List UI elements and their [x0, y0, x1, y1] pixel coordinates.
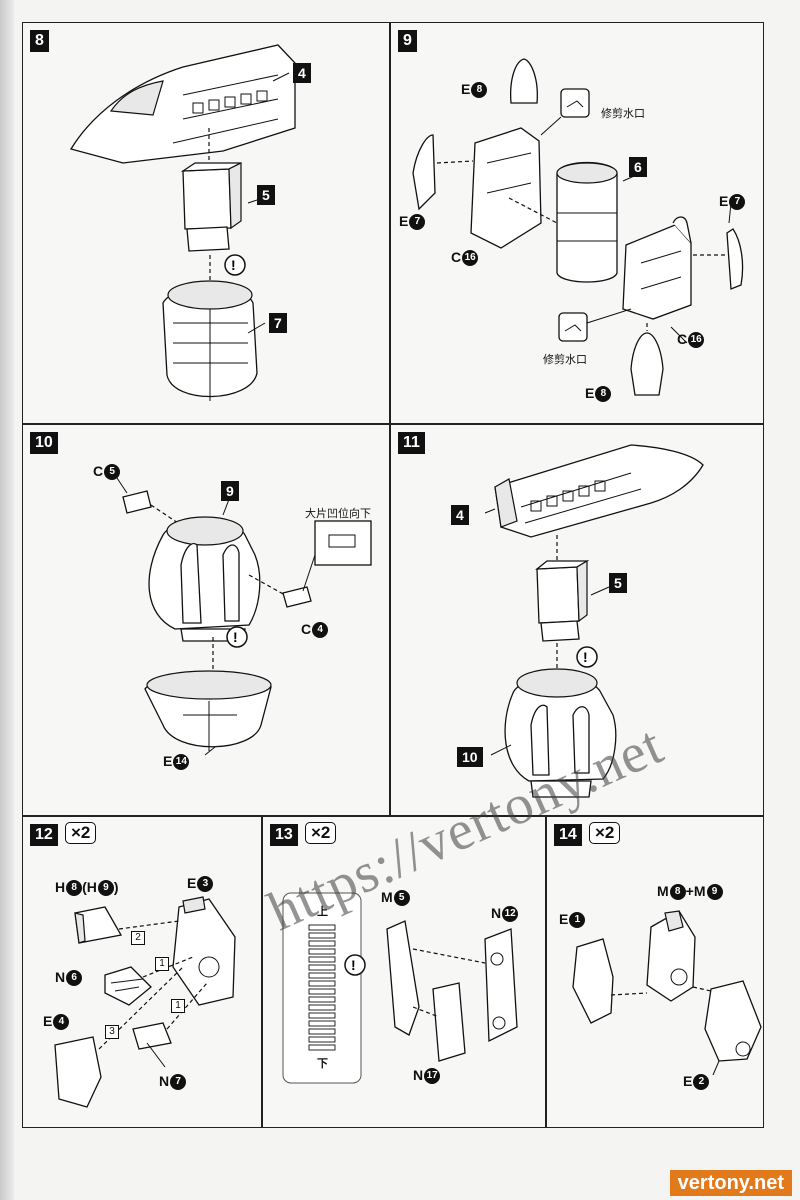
rail-rung [308, 964, 336, 971]
order-marker: 1 [155, 957, 169, 971]
caution-icon: ! [231, 257, 236, 273]
rail-rung [308, 948, 336, 955]
step-11-illustration: ! [484, 444, 704, 798]
step-8-panel: 8 ! 4 5 7 [22, 22, 390, 424]
caution-icon: ! [233, 629, 238, 645]
step-13-illustration: ! [282, 892, 518, 1084]
rail-rung [308, 924, 336, 931]
direction-top-label: 上 [317, 906, 328, 918]
part-number-7: 7 [269, 313, 287, 333]
part-number-6: 6 [629, 157, 647, 177]
rail-rung [308, 1020, 336, 1027]
part-number-5: 5 [609, 573, 627, 593]
rail-rung [308, 1028, 336, 1035]
page-binding-edge [0, 0, 14, 1200]
part-number-10: 10 [457, 747, 483, 767]
step-number: 13 [270, 824, 298, 846]
quantity-x2: ×2 [589, 822, 621, 844]
step-number: 12 [30, 824, 58, 846]
step-10-illustration: ! [114, 474, 372, 756]
step-8-illustration: ! [69, 44, 296, 401]
trim-gate-note-bottom: 修剪水口 [543, 354, 587, 366]
step-number: 8 [30, 30, 49, 52]
direction-bottom-label: 下 [317, 1058, 328, 1070]
rail-rung [308, 1036, 336, 1043]
quantity-x2: ×2 [65, 822, 97, 844]
step-number: 11 [398, 432, 425, 454]
quantity-x2: ×2 [305, 822, 337, 844]
rail-rung [308, 932, 336, 939]
rail-rung [308, 996, 336, 1003]
caution-icon: ! [583, 649, 588, 665]
step-12-illustration [54, 896, 236, 1108]
rail-rungs [308, 924, 336, 1051]
step-14-illustration [572, 910, 762, 1076]
rail-rung [308, 1012, 336, 1019]
brand-logo: vertony.net [669, 1170, 792, 1196]
step-number: 14 [554, 824, 582, 846]
rail-rung [308, 980, 336, 987]
rail-rung [308, 988, 336, 995]
caution-icon: ! [351, 957, 356, 973]
rail-rung [308, 1044, 336, 1051]
part-number-5: 5 [257, 185, 275, 205]
rail-rung [308, 940, 336, 947]
order-marker: 3 [105, 1025, 119, 1039]
trim-gate-note-top: 修剪水口 [601, 108, 645, 120]
rail-rung [308, 972, 336, 979]
step-number: 10 [30, 432, 58, 454]
part-number-4: 4 [293, 63, 311, 83]
order-marker: 1 [171, 999, 185, 1013]
rail-rung [308, 1004, 336, 1011]
step-11-panel: 11 ! 4 5 10 [390, 424, 764, 816]
step-9-illustration [412, 58, 744, 396]
concave-side-down-note: 大片凹位向下 [305, 508, 371, 520]
part-number-9: 9 [221, 481, 239, 501]
order-marker: 2 [131, 931, 145, 945]
rail-rung [308, 956, 336, 963]
part-number-4: 4 [451, 505, 469, 525]
step-number: 9 [398, 30, 417, 52]
